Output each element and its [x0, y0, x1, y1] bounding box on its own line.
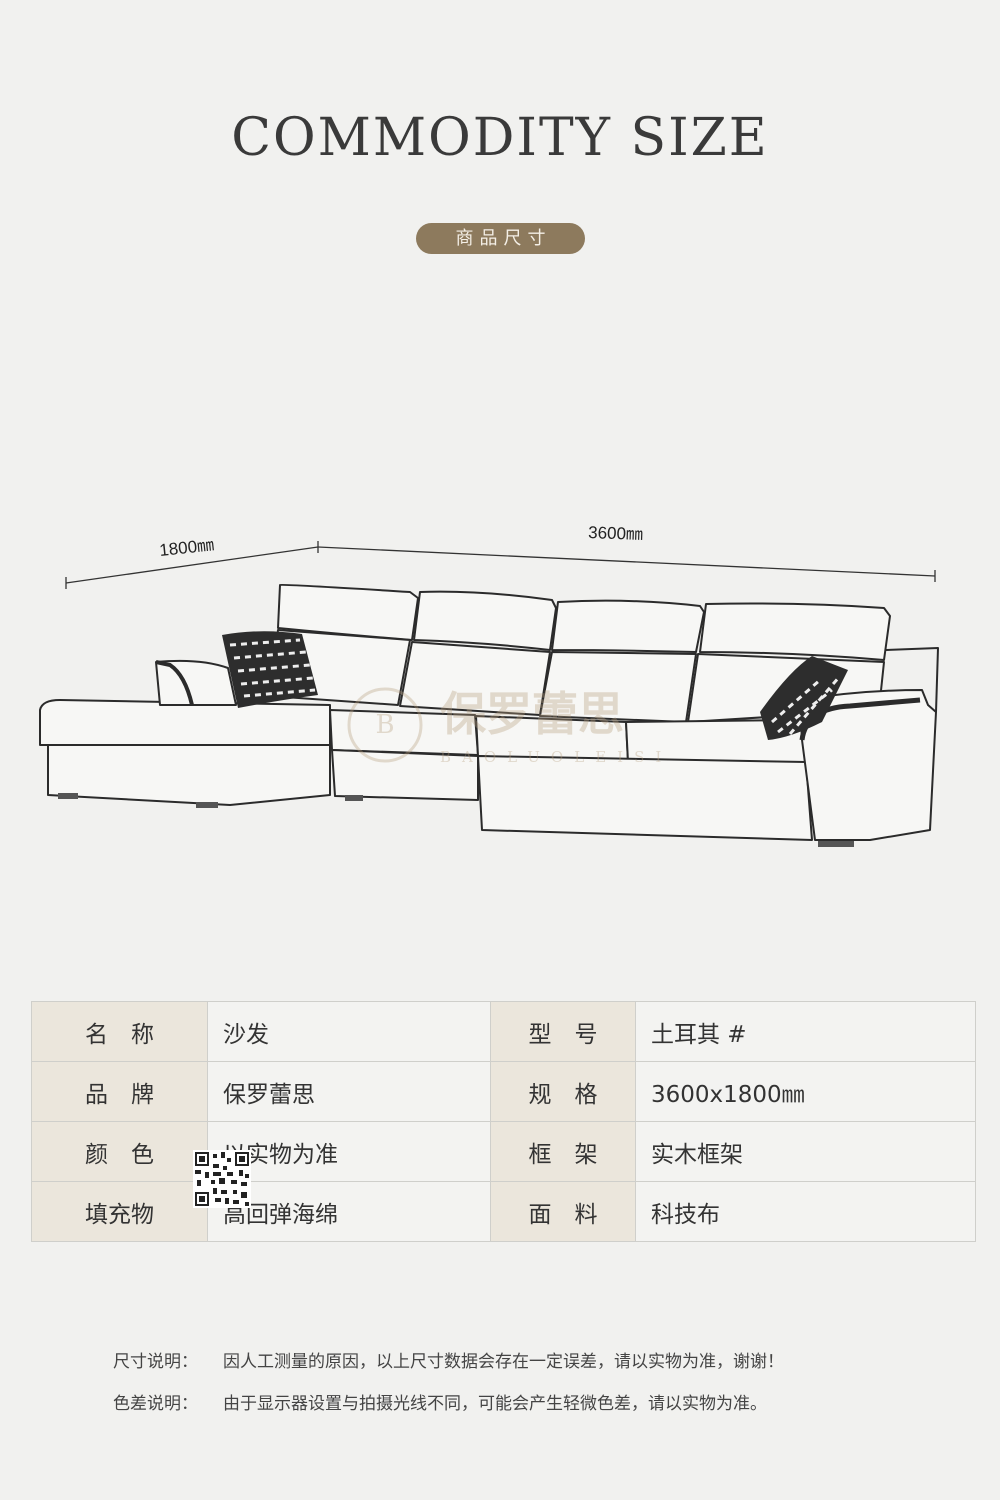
spec-value: 土耳其 # [635, 1001, 976, 1062]
size-note-text: 因人工测量的原因，以上尺寸数据会存在一定误差，请以实物为准，谢谢！ [223, 1352, 784, 1372]
table-row: 颜 色 以实物为准 框 架 实木框架 [31, 1121, 976, 1182]
svg-text:B: B [375, 710, 394, 740]
size-note: 尺寸说明： 因人工测量的原因，以上尺寸数据会存在一定误差，请以实物为准，谢谢！ [113, 1347, 784, 1372]
dimension-lines [65, 541, 936, 589]
size-note-label: 尺寸说明： [113, 1352, 198, 1372]
sofa-feet [58, 793, 854, 847]
brand-watermark: B 保罗蕾思 BAOLUOLEISI [347, 687, 672, 766]
color-note-text: 由于显示器设置与拍摄光线不同，可能会产生轻微色差，请以实物为准。 [223, 1394, 767, 1414]
watermark-brand: 保罗蕾思 [440, 687, 624, 741]
spec-value: 沙发 [207, 1001, 491, 1062]
sofa-drawing: 1800㎜ 3600㎜ [39, 523, 939, 847]
table-row: 名 称 沙发 型 号 土耳其 # [31, 1001, 976, 1062]
spec-label: 填充物 [31, 1181, 208, 1242]
spec-value: 科技布 [635, 1181, 976, 1242]
table-row: 品 牌 保罗蕾思 规 格 3600x1800㎜ [31, 1061, 976, 1122]
spec-value: 3600x1800㎜ [635, 1061, 976, 1122]
table-row: 填充物 高回弹海绵 面 料 科技布 [31, 1181, 976, 1242]
spec-value: 实木框架 [635, 1121, 976, 1182]
length-dimension-label: 3600㎜ [588, 523, 643, 544]
qr-code-icon [193, 1150, 251, 1208]
page-title: COMMODITY SIZE [231, 108, 769, 168]
throw-pillow-right [760, 656, 848, 740]
watermark-latin: BAOLUOLEISI [440, 748, 672, 766]
spec-value: 以实物为准 [207, 1121, 491, 1182]
spec-label: 品 牌 [31, 1061, 208, 1122]
spec-label: 型 号 [490, 1001, 636, 1062]
spec-label: 规 格 [490, 1061, 636, 1122]
spec-label: 框 架 [490, 1121, 636, 1182]
throw-pillow-left [222, 631, 318, 708]
section-badge: 商品尺寸 [416, 223, 585, 254]
color-note-label: 色差说明： [113, 1394, 198, 1414]
spec-label: 名 称 [31, 1001, 208, 1062]
color-note: 色差说明： 由于显示器设置与拍摄光线不同，可能会产生轻微色差，请以实物为准。 [113, 1389, 767, 1414]
spec-table: 名 称 沙发 型 号 土耳其 # 品 牌 保罗蕾思 规 格 3600x1800㎜… [31, 1001, 976, 1242]
spec-value: 保罗蕾思 [207, 1061, 491, 1122]
spec-label: 颜 色 [31, 1121, 208, 1182]
spec-label: 面 料 [490, 1181, 636, 1242]
spec-value: 高回弹海绵 [207, 1181, 491, 1242]
depth-dimension-label: 1800㎜ [158, 535, 215, 560]
